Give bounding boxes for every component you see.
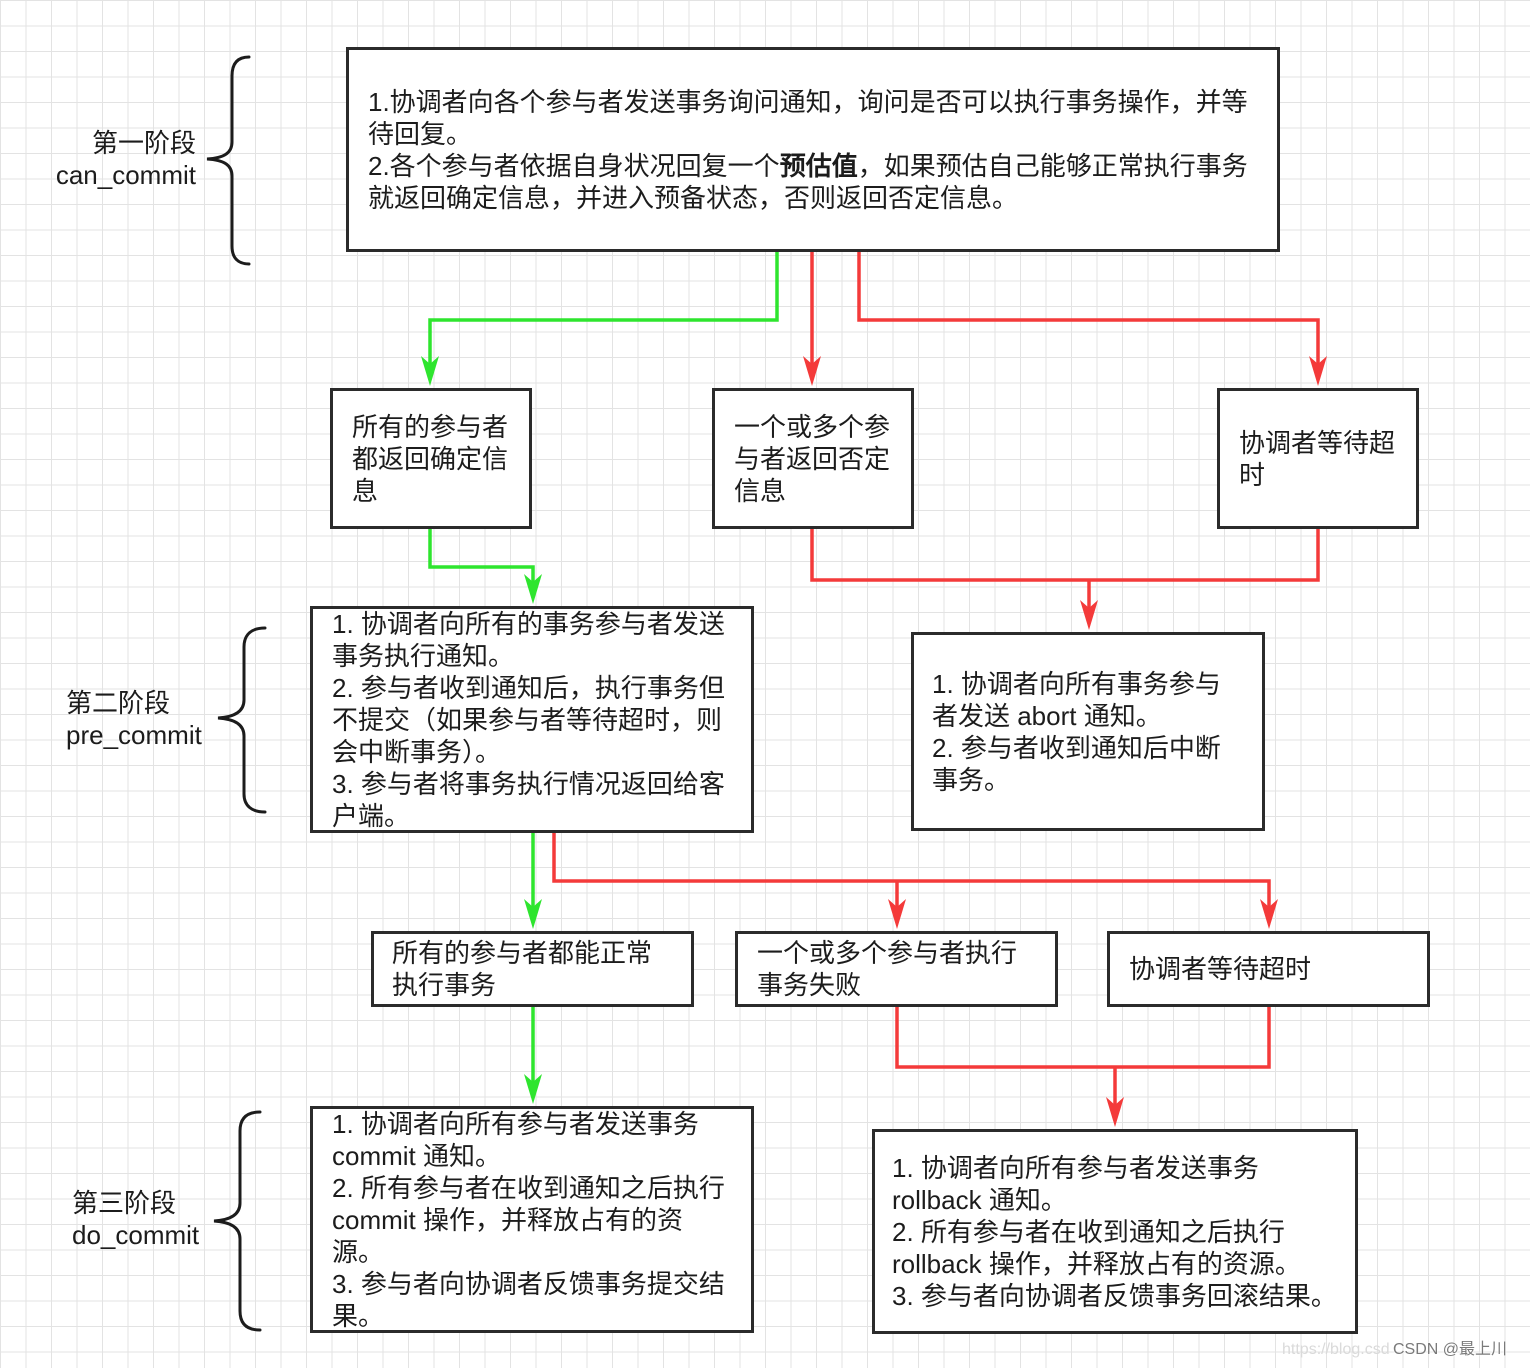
box-text-line: commit 操作，并释放占有的资 <box>332 1204 684 1235</box>
arrowhead-any-no <box>803 356 821 386</box>
stage-name: 第二阶段 <box>66 688 171 718</box>
box-text-line: 所有的参与者都能正常 <box>392 938 653 968</box>
box-text-line: 事务。 <box>932 764 1011 795</box>
all-participants-ok-box: 所有的参与者都能正常 执行事务 <box>371 931 694 1007</box>
watermark: CSDN @最上川 <box>1393 1341 1508 1358</box>
arrowhead-pre-commit <box>524 574 542 604</box>
box-text-line: 息 <box>352 475 379 506</box>
box-text-line: 1. 协调者向所有的事务参与者发送 <box>332 608 725 639</box>
box-text-line: 协调者等待超时 <box>1129 954 1312 984</box>
arrowhead-any-fail <box>888 899 906 929</box>
box-text-line: 2. 所有参与者在收到通知之后执行 <box>892 1216 1285 1247</box>
box-text-line: 待回复。 <box>368 118 473 149</box>
all-participants-yes-box: 所有的参与者 都返回确定信 息 <box>330 388 532 529</box>
stage-label-can-commit: 第一阶段 can_commit <box>36 127 196 191</box>
stage-brace-can-commit <box>206 55 251 266</box>
box-text-line: 1. 协调者向所有参与者发送事务 <box>892 1152 1259 1183</box>
arrowhead-rollback <box>1106 1097 1124 1127</box>
connector-all-yes-to-pre-commit <box>428 529 535 589</box>
box-text-line: 1.协调者向各个参与者发送事务询问通知，询问是否可以执行事务操作，并等 <box>368 86 1248 117</box>
abort-box: 1. 协调者向所有事务参与 者发送 abort 通知。 2. 参与者收到通知后中… <box>911 632 1265 831</box>
stage-brace-do-commit <box>213 1110 262 1332</box>
box-text-line: 2.各个参与者依据自身状况回复一个预估值，如果预估自己能够正常执行事务 <box>368 150 1277 182</box>
text-segment: ，如果预估自己能够正常执行事务 <box>857 150 1248 181</box>
stage-name: 第一阶段 <box>91 128 196 158</box>
pre-commit-execute-box: 1. 协调者向所有的事务参与者发送 事务执行通知。 2. 参与者收到通知后，执行… <box>310 606 754 833</box>
box-text-line: 所有的参与者 <box>352 411 509 442</box>
box-text-line: 事务失败 <box>757 970 862 1000</box>
connector-any-no-timeout-1-merge <box>810 529 1320 582</box>
box-text-line: rollback 通知。 <box>892 1184 1067 1215</box>
stage-code: pre_commit <box>66 720 202 750</box>
coordinator-timeout-box-2: 协调者等待超时 <box>1107 931 1430 1007</box>
box-text-line: 会中断事务）。 <box>332 736 502 767</box>
box-text-line: 都返回确定信 <box>352 443 509 474</box>
bold-text-segment: 预估值 <box>779 150 858 181</box>
connector-query-to-timeout-1 <box>857 252 1320 371</box>
box-text-line: 1. 协调者向所有事务参与 <box>932 668 1221 699</box>
can-commit-query-box: 1.协调者向各个参与者发送事务询问通知，询问是否可以执行事务操作，并等 待回复。… <box>346 47 1280 252</box>
arrowhead-timeout-1 <box>1309 356 1327 386</box>
box-text-line: 者发送 abort 通知。 <box>932 700 1162 731</box>
box-text-line: 3. 参与者向协调者反馈事务提交结 <box>332 1268 725 1299</box>
box-text-line: 信息 <box>734 475 787 506</box>
box-text-line: 与者返回否定 <box>734 443 891 474</box>
box-text-line: 时 <box>1239 459 1266 490</box>
stage-label-pre-commit: 第二阶段 pre_commit <box>66 687 202 751</box>
box-text-line: 源。 <box>332 1236 385 1267</box>
box-text-line: 果。 <box>332 1300 385 1331</box>
watermark-url: https://blog.csd <box>1282 1341 1390 1358</box>
some-participants-no-box: 一个或多个参 与者返回否定 信息 <box>712 388 914 529</box>
box-text-line: 3. 参与者向协调者反馈事务回滚结果。 <box>892 1280 1337 1311</box>
box-text-line: 2. 所有参与者在收到通知之后执行 <box>332 1172 725 1203</box>
rollback-box: 1. 协调者向所有参与者发送事务 rollback 通知。 2. 所有参与者在收… <box>872 1129 1358 1334</box>
arrowhead-timeout-2 <box>1260 899 1278 929</box>
box-text-line: rollback 操作，并释放占有的资源。 <box>892 1248 1301 1279</box>
box-text-line: 不提交（如果参与者等待超时，则 <box>332 704 723 735</box>
box-text-line: commit 通知。 <box>332 1140 502 1171</box>
box-text-line: 1. 协调者向所有参与者发送事务 <box>332 1108 699 1139</box>
box-text-line: 一个或多个参与者执行 <box>757 938 1018 968</box>
arrowhead-all-ok <box>524 899 542 929</box>
box-text-line: 就返回确定信息，并进入预备状态，否则返回否定信息。 <box>368 182 1019 213</box>
box-text-line: 2. 参与者收到通知后中断 <box>932 732 1221 763</box>
connector-pre-commit-to-timeout-2 <box>552 833 1271 914</box>
arrowhead-abort <box>1080 600 1098 630</box>
box-text-line: 事务执行通知。 <box>332 640 515 671</box>
coordinator-timeout-box-1: 协调者等待超 时 <box>1217 388 1419 529</box>
arrowhead-all-yes <box>421 356 439 386</box>
text-segment: 2.各个参与者依据自身状况回复一个 <box>368 150 780 181</box>
box-text-line: 执行事务 <box>392 970 497 1000</box>
box-text-line: 户端。 <box>332 800 411 831</box>
connector-any-fail-timeout-2-merge <box>895 1007 1271 1069</box>
box-text-line: 协调者等待超 <box>1239 427 1396 458</box>
connector-query-to-all-yes <box>428 252 779 371</box>
box-text-line: 2. 参与者收到通知后，执行事务但 <box>332 672 725 703</box>
arrowhead-do-commit <box>524 1074 542 1104</box>
do-commit-box: 1. 协调者向所有参与者发送事务 commit 通知。 2. 所有参与者在收到通… <box>310 1106 754 1333</box>
box-text-line: 一个或多个参 <box>734 411 891 442</box>
stage-code: can_commit <box>55 160 196 190</box>
stage-code: do_commit <box>72 1220 200 1250</box>
stage-name: 第三阶段 <box>72 1188 177 1218</box>
stage-brace-pre-commit <box>217 626 267 814</box>
box-text-line: 3. 参与者将事务执行情况返回给客 <box>332 768 725 799</box>
stage-label-do-commit: 第三阶段 do_commit <box>72 1187 199 1251</box>
some-participants-fail-box: 一个或多个参与者执行 事务失败 <box>735 931 1058 1007</box>
